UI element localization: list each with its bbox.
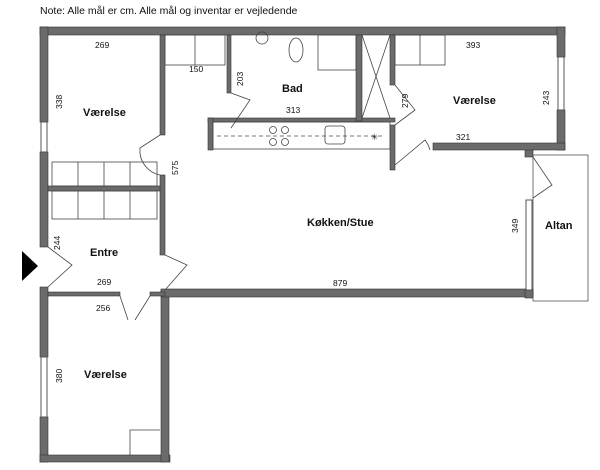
room-label: Altan	[545, 220, 573, 232]
room-label: Entre	[90, 247, 118, 259]
dimension: 338	[54, 95, 64, 109]
kitchen-counter: ✳	[212, 121, 391, 150]
room-label: Værelse	[84, 369, 127, 381]
entrance-arrow-icon	[22, 251, 38, 281]
walls	[39, 26, 566, 463]
dimension: 879	[333, 278, 347, 288]
dimension: 244	[52, 236, 62, 250]
plan-note: Note: Alle mål er cm. Alle mål og invent…	[40, 5, 298, 17]
room-label: Værelse	[453, 95, 496, 107]
room-label: Køkken/Stue	[307, 217, 374, 229]
closets	[51, 34, 446, 220]
dimension: 279	[400, 94, 410, 108]
dimension: 269	[95, 40, 109, 50]
room-label: Bad	[282, 83, 303, 95]
doors	[47, 84, 553, 455]
windows	[40, 56, 565, 418]
dimension: 256	[96, 303, 110, 313]
dimension: 575	[170, 161, 180, 175]
room-label: Værelse	[83, 107, 126, 119]
dimension: 243	[541, 91, 551, 105]
fridge-icon: ✳	[371, 132, 379, 142]
dimension: 313	[286, 105, 300, 115]
dimension: 393	[466, 40, 480, 50]
dimension: 380	[54, 369, 64, 383]
bathroom-fixtures	[255, 31, 304, 63]
dimension: 150	[189, 64, 203, 74]
dimension: 203	[235, 72, 245, 86]
dimension: 321	[456, 132, 470, 142]
balcony-outline	[532, 154, 589, 302]
dimension: 269	[97, 277, 111, 287]
dimension: 349	[510, 219, 520, 233]
